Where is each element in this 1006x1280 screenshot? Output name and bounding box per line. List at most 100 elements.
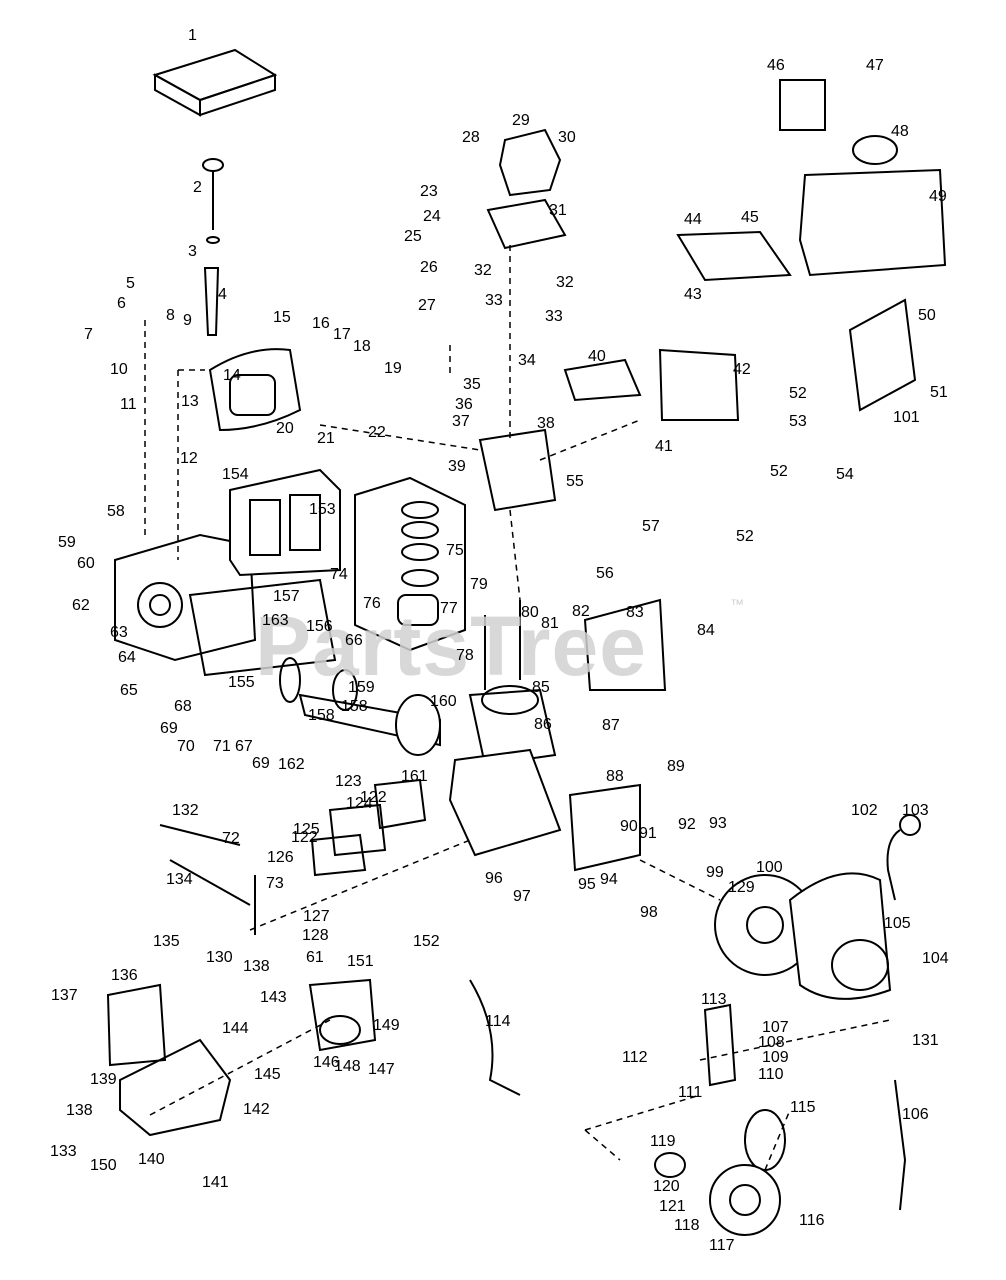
callout-number: 86	[534, 716, 552, 733]
callout-number: 132	[172, 802, 199, 819]
callout-number: 50	[918, 307, 936, 324]
callout-number: 136	[111, 967, 138, 984]
callout-number: 27	[418, 297, 436, 314]
callout-number: 13	[181, 393, 199, 410]
callout-number: 2	[193, 179, 202, 196]
callout-number: 41	[655, 438, 673, 455]
callout-number: 33	[485, 292, 503, 309]
callout-number: 125	[293, 821, 320, 838]
callout-number: 105	[884, 915, 911, 932]
callout-number: 98	[640, 904, 658, 921]
callout-number: 14	[223, 367, 241, 384]
callout-number: 4	[218, 286, 227, 303]
callout-number: 141	[202, 1174, 229, 1191]
callout-number: 89	[667, 758, 685, 775]
callout-number: 163	[262, 612, 289, 629]
callout-number: 152	[413, 933, 440, 950]
callout-number: 155	[228, 674, 255, 691]
callout-number: 52	[736, 528, 754, 545]
callout-number: 99	[706, 864, 724, 881]
callout-number: 52	[770, 463, 788, 480]
callout-number: 7	[84, 326, 93, 343]
callout-number: 12	[180, 450, 198, 467]
callout-number: 47	[866, 57, 884, 74]
callout-number: 6	[117, 295, 126, 312]
callout-number: 73	[266, 875, 284, 892]
callout-number: 30	[558, 129, 576, 146]
callout-number: 150	[90, 1157, 117, 1174]
callout-number: 9	[183, 312, 192, 329]
callout-number: 97	[513, 888, 531, 905]
trademark-symbol: ™	[730, 596, 744, 612]
callout-number: 76	[363, 595, 381, 612]
callout-number: 8	[166, 307, 175, 324]
callout-number: 54	[836, 466, 854, 483]
callout-number: 67	[235, 738, 253, 755]
callout-number: 26	[420, 259, 438, 276]
callout-number: 44	[684, 211, 702, 228]
callout-number: 69	[160, 720, 178, 737]
callout-number: 18	[353, 338, 371, 355]
callout-number: 100	[756, 859, 783, 876]
callout-number: 107	[762, 1019, 789, 1036]
callout-number: 96	[485, 870, 503, 887]
callout-number: 123	[335, 773, 362, 790]
callout-number: 158	[341, 698, 368, 715]
callout-number: 101	[893, 409, 920, 426]
callout-number: 45	[741, 209, 759, 226]
callout-number: 140	[138, 1151, 165, 1168]
callout-number: 60	[77, 555, 95, 572]
callout-number: 31	[549, 202, 567, 219]
callout-number: 115	[790, 1099, 816, 1116]
callout-number: 71	[213, 738, 231, 755]
callout-number: 142	[243, 1101, 270, 1118]
callout-number: 104	[922, 950, 949, 967]
callout-number: 146	[313, 1054, 340, 1071]
callout-number: 37	[452, 413, 470, 430]
callout-number: 11	[120, 396, 137, 413]
callout-number: 134	[166, 871, 193, 888]
callout-number: 23	[420, 183, 438, 200]
callout-number: 113	[701, 991, 727, 1008]
callout-number: 20	[276, 420, 294, 437]
callout-number: 40	[588, 348, 606, 365]
watermark: PartsTree	[255, 599, 647, 693]
callout-number: 129	[728, 879, 755, 896]
callout-number: 117	[709, 1237, 735, 1254]
callout-number: 84	[697, 622, 715, 639]
callout-number: 122	[291, 829, 318, 846]
callout-number: 154	[222, 466, 249, 483]
callout-number: 95	[578, 876, 596, 893]
callout-number: 70	[177, 738, 195, 755]
callout-number: 91	[639, 825, 657, 842]
callout-number: 33	[545, 308, 563, 325]
callout-number: 161	[401, 768, 428, 785]
callout-number: 106	[902, 1106, 929, 1123]
callout-number: 157	[273, 588, 300, 605]
callout-number: 120	[653, 1178, 680, 1195]
callout-number: 149	[373, 1017, 400, 1034]
callout-number: 19	[384, 360, 402, 377]
callout-number: 46	[767, 57, 785, 74]
callout-number: 42	[733, 361, 751, 378]
callout-number: 126	[267, 849, 294, 866]
callout-number: 61	[306, 949, 324, 966]
callout-number: 57	[642, 518, 660, 535]
callout-number: 21	[317, 430, 335, 447]
callout-number: 65	[120, 682, 138, 699]
callout-number: 158	[308, 707, 335, 724]
callout-number: 119	[650, 1133, 676, 1150]
callout-number: 153	[309, 501, 336, 518]
callout-number: 72	[222, 830, 240, 847]
callout-number: 116	[799, 1212, 825, 1229]
callout-number: 151	[347, 953, 374, 970]
callout-number: 1	[188, 27, 197, 44]
callout-number: 34	[518, 352, 536, 369]
callout-number: 128	[302, 927, 329, 944]
callout-number: 29	[512, 112, 530, 129]
callout-number: 52	[789, 385, 807, 402]
callout-number: 147	[368, 1061, 395, 1078]
callout-number: 82	[572, 603, 590, 620]
callout-number: 114	[485, 1013, 511, 1030]
